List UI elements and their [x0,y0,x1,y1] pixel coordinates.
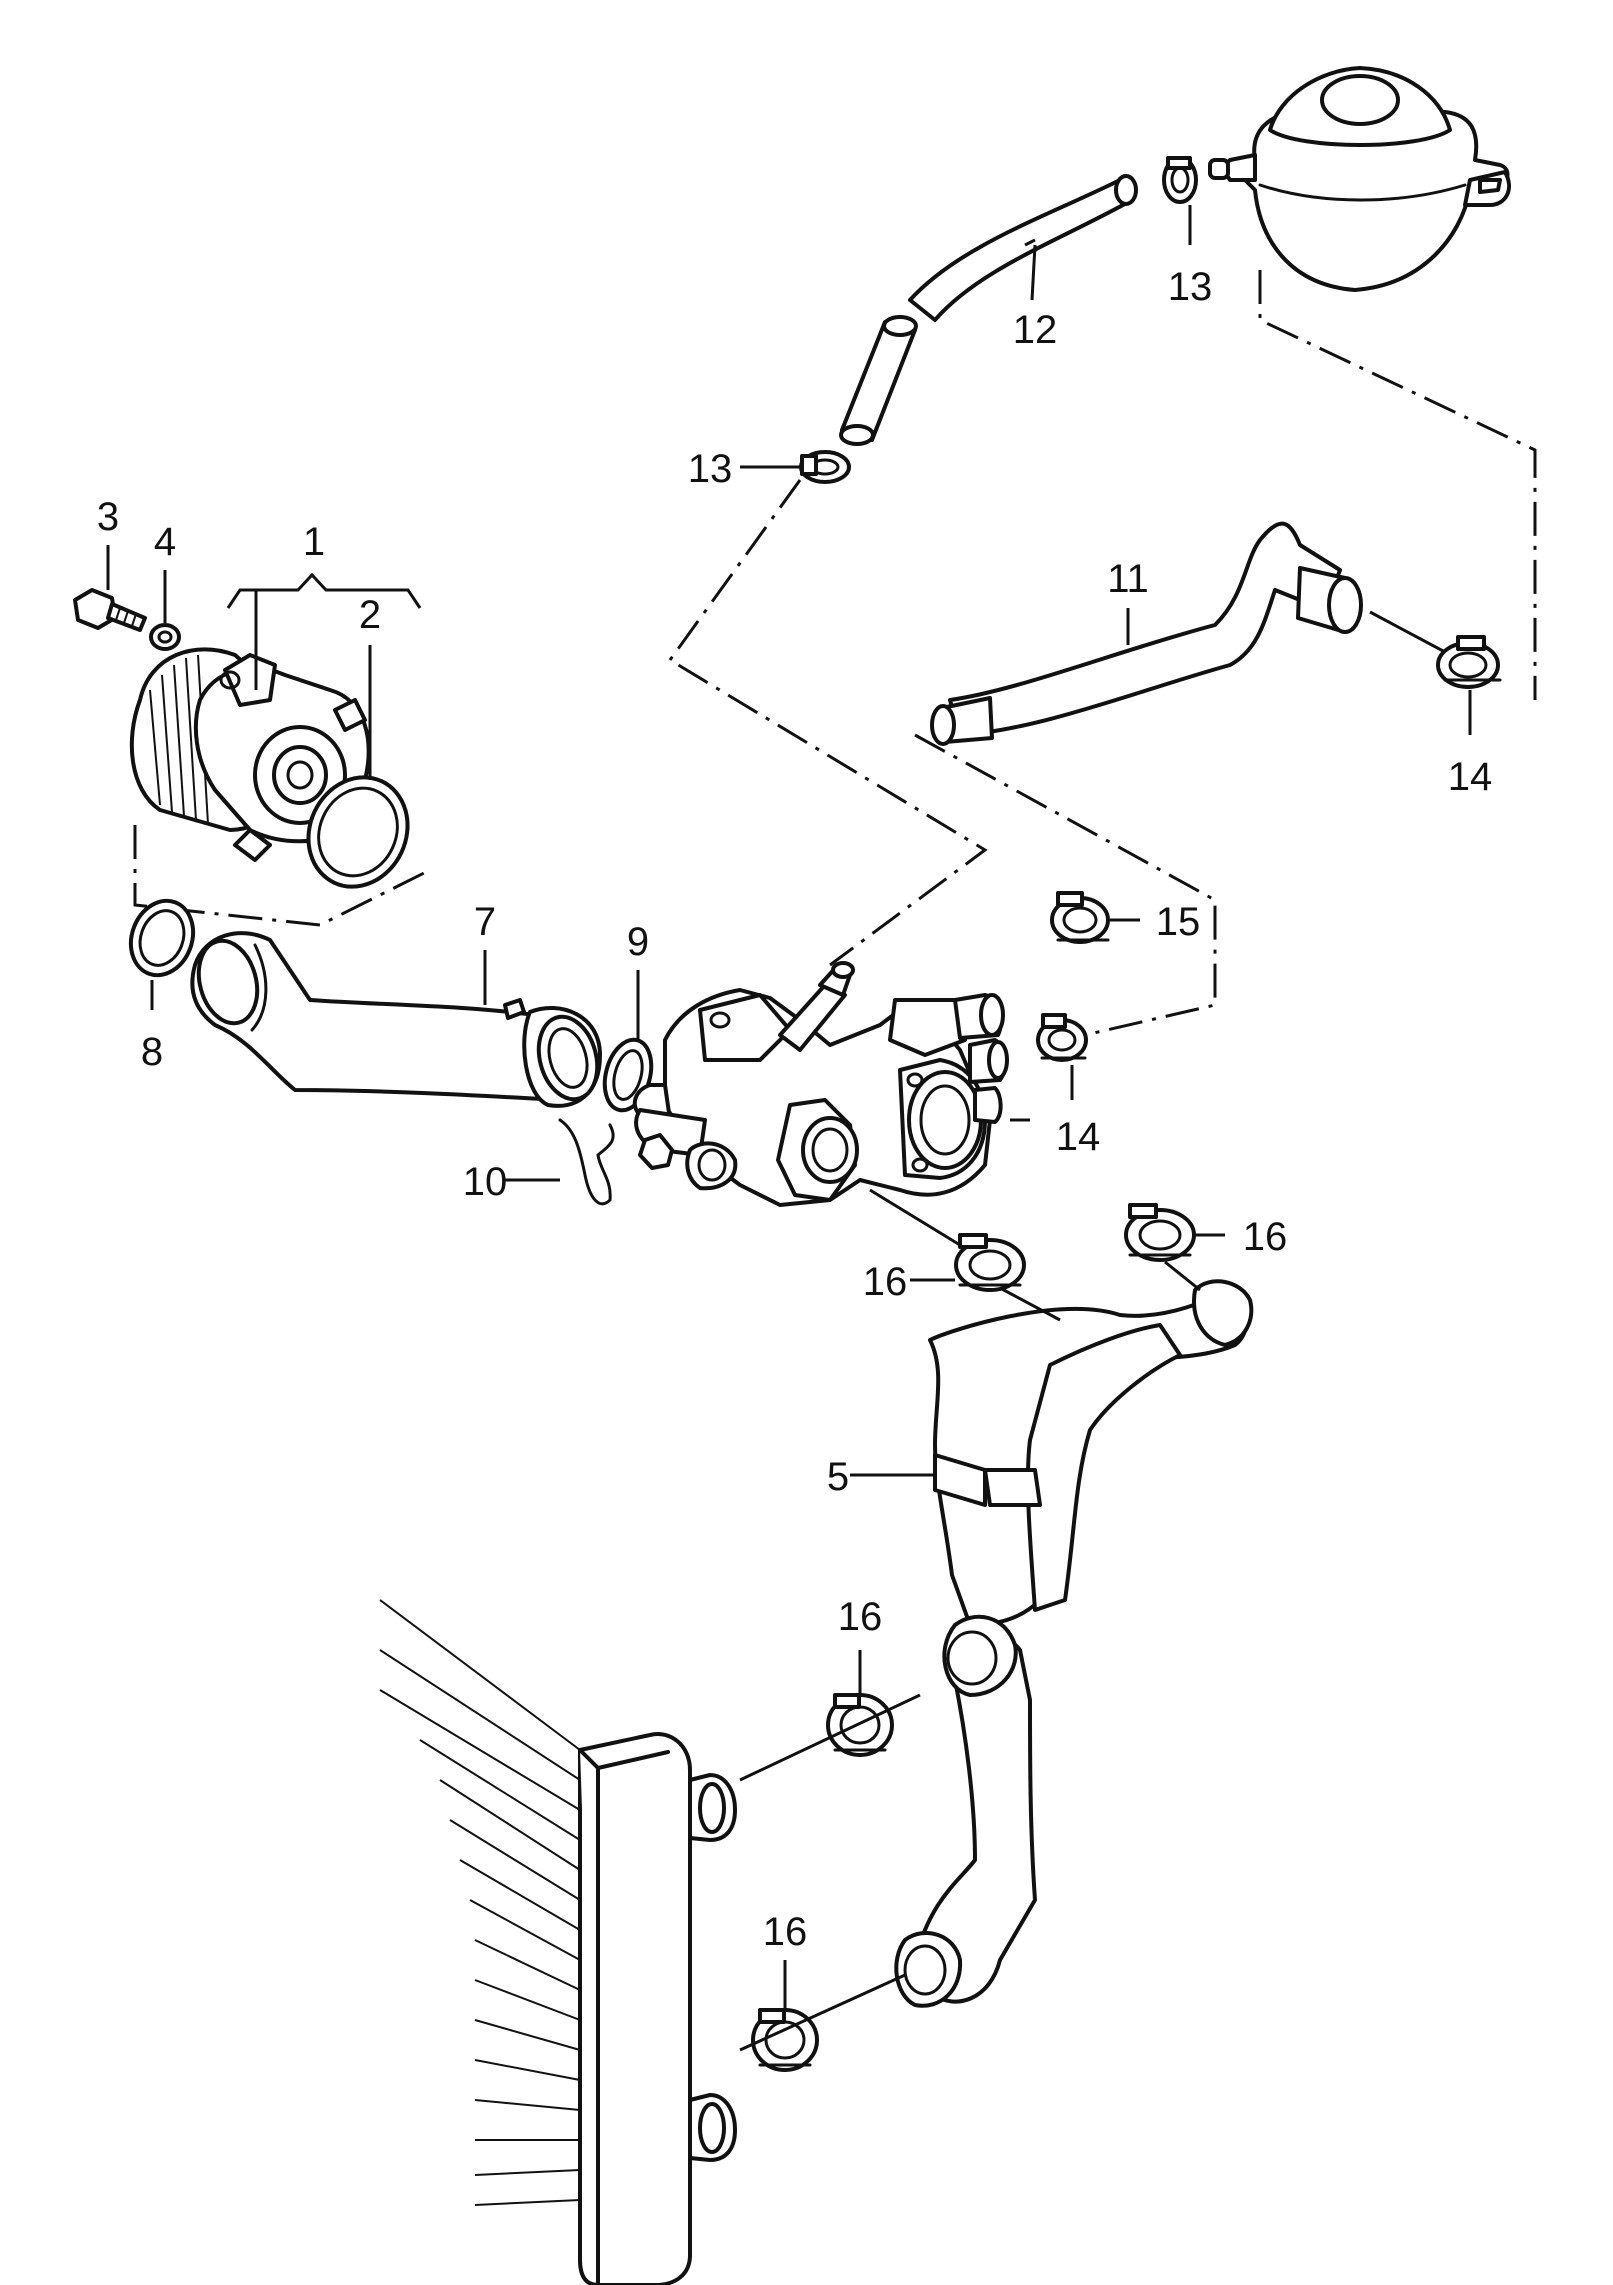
callout-4: 4 [154,520,176,564]
hose-clamp-16-right [1124,1203,1196,1262]
callout-12: 12 [1013,308,1058,352]
callout-13-top: 13 [1168,265,1213,309]
callout-8: 8 [141,1030,163,1074]
callout-16-middle: 16 [863,1260,908,1304]
hose-clamp-16-lower-upper [826,1693,894,1757]
callout-13-left: 13 [688,447,733,491]
callout-15: 15 [1156,900,1201,944]
callout-16-lower-upper: 16 [838,1595,883,1639]
gasket-ring-2 [306,775,410,889]
hose-clamp-14-lower [1036,1013,1088,1062]
o-ring-8 [128,898,196,978]
hose-clamp-13-top [1162,156,1198,204]
retaining-clip-10 [558,1118,615,1206]
radiator [379,1599,737,2285]
coolant-hose-11 [930,521,1363,746]
callout-leaders [106,205,1472,2010]
hose-clamp-13-left [799,450,851,484]
hose-clamp-16-lower-bottom [751,2008,819,2072]
hose-clamp-15 [1050,891,1110,944]
callout-7: 7 [474,900,496,944]
washer-4 [149,623,181,651]
hose-clamp-16-middle [954,1233,1026,1292]
callout-14-lower: 14 [1056,1115,1101,1159]
assembly-guide-lines [133,270,1537,1037]
callout-2: 2 [359,593,381,637]
connection-lines [739,610,1446,2052]
vent-hose-12 [839,174,1138,446]
callout-11: 11 [1107,557,1149,601]
callout-10: 10 [463,1160,508,1204]
callout-16-lower-bottom: 16 [763,1910,808,1954]
coolant-distribution-housing [632,961,1009,1207]
callout-1: 1 [303,520,325,564]
coolant-expansion-tank [1208,66,1511,292]
callout-5: 5 [827,1455,849,1499]
callout-14-upper: 14 [1448,755,1493,799]
callout-16-right: 16 [1243,1215,1288,1259]
callout-numbers: 1 2 3 4 5 7 8 9 10 11 12 13 13 14 14 15 … [97,265,1492,1954]
hose-clamp-14-upper [1436,635,1502,689]
callout-3: 3 [97,495,119,539]
item-1-bracket [226,572,422,690]
callout-9: 9 [627,920,649,964]
coolant-hose-5 [894,1279,1254,2008]
coolant-pipe-7 [190,931,602,1108]
bolt-3 [73,588,147,632]
